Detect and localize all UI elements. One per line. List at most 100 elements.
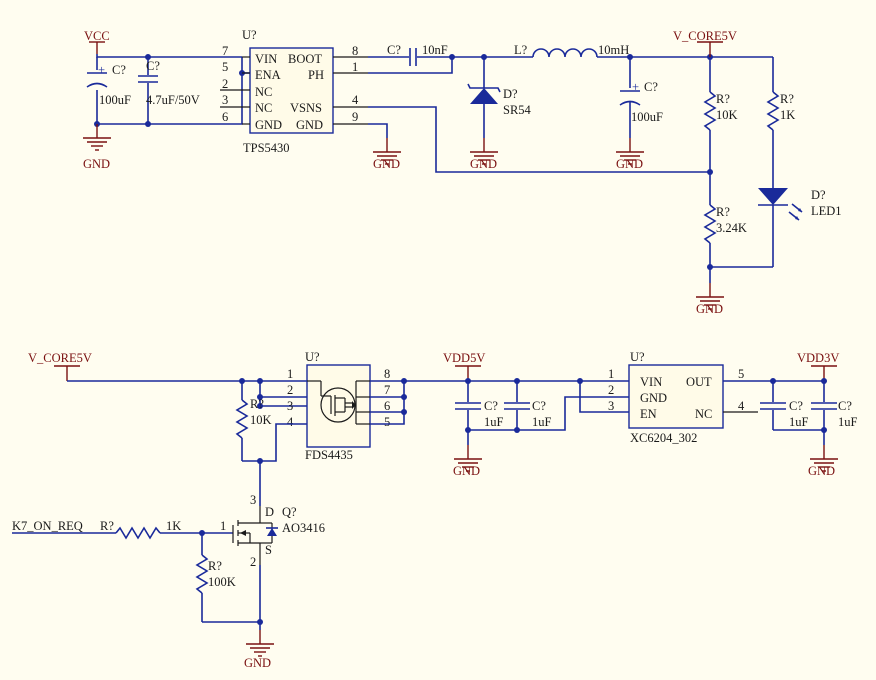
vin-rail-wire bbox=[96, 54, 242, 58]
cap-c-in1: + C? 100uF bbox=[86, 63, 131, 107]
svg-text:OUT: OUT bbox=[686, 375, 712, 389]
svg-text:GND: GND bbox=[296, 118, 323, 132]
ic-xc6204: U? XC6204_302 1 2 3 VIN GND EN 5 4 OUT N… bbox=[608, 350, 745, 445]
resistor-r-fb2: R? 3.24K bbox=[703, 204, 747, 283]
svg-text:D?: D? bbox=[503, 87, 518, 101]
resistor-r-led: R? 1K bbox=[766, 57, 795, 188]
gnd-label: GND bbox=[83, 157, 110, 171]
buck-converter-section: VCC + C? 100uF C? 4.7uF/50V GND bbox=[82, 28, 842, 316]
v-core5v-port-2: V_CORE5V bbox=[28, 351, 92, 381]
cap-c5v-2: C? 1uF bbox=[504, 381, 552, 430]
ic-part: XC6204_302 bbox=[630, 431, 697, 445]
gnd-label: GND bbox=[808, 464, 835, 478]
mosfet-ao3416: 1 3 2 D S Q? AO3416 bbox=[220, 493, 325, 569]
junction bbox=[257, 394, 263, 400]
drain-bus-wire bbox=[370, 380, 405, 425]
svg-text:10mH: 10mH bbox=[598, 43, 629, 57]
source-gnd-wire bbox=[202, 565, 261, 623]
svg-text:4: 4 bbox=[352, 93, 359, 107]
cap-value: 100uF bbox=[99, 93, 131, 107]
vdd3v-port: VDD3V bbox=[797, 351, 839, 381]
svg-text:GND: GND bbox=[255, 118, 282, 132]
vdd5v-port: VDD5V bbox=[443, 351, 485, 381]
svg-text:NC: NC bbox=[255, 101, 272, 115]
svg-text:EN: EN bbox=[640, 407, 657, 421]
cap-c-in2: C? 4.7uF/50V bbox=[138, 59, 200, 107]
en-wire bbox=[579, 381, 629, 413]
svg-text:10nF: 10nF bbox=[422, 43, 448, 57]
svg-text:2: 2 bbox=[250, 555, 256, 569]
svg-text:AO3416: AO3416 bbox=[282, 521, 325, 535]
svg-text:VIN: VIN bbox=[255, 52, 277, 66]
svg-text:8: 8 bbox=[352, 44, 358, 58]
gnd-label: GND bbox=[470, 157, 497, 171]
svg-text:D: D bbox=[265, 505, 274, 519]
gnd-label: GND bbox=[373, 157, 400, 171]
svg-text:10K: 10K bbox=[250, 413, 272, 427]
v-core5v-label: V_CORE5V bbox=[673, 29, 737, 43]
svg-text:C?: C? bbox=[789, 399, 803, 413]
ic-body bbox=[306, 364, 371, 448]
svg-text:NC: NC bbox=[695, 407, 712, 421]
junction bbox=[401, 409, 407, 415]
junction bbox=[257, 403, 263, 409]
cap-c-boot: C? 10nF bbox=[387, 43, 448, 66]
svg-text:R?: R? bbox=[780, 92, 794, 106]
svg-text:GND: GND bbox=[640, 391, 667, 405]
svg-text:1uF: 1uF bbox=[532, 415, 552, 429]
svg-text:3: 3 bbox=[608, 399, 614, 413]
vdd5v-label: VDD5V bbox=[443, 351, 485, 365]
svg-text:1uF: 1uF bbox=[789, 415, 809, 429]
resistor-r-gate: R? 10K bbox=[235, 381, 272, 461]
resistor-r-base: R? 1K bbox=[100, 519, 181, 540]
ldo-section: VDD5V C? 1uF C? 1uF GND U? bbox=[404, 350, 858, 478]
gate-wire bbox=[242, 423, 307, 462]
led-indicator: D? LED1 bbox=[758, 188, 842, 267]
ic-part: FDS4435 bbox=[305, 448, 353, 462]
svg-text:5: 5 bbox=[222, 60, 228, 74]
svg-text:BOOT: BOOT bbox=[288, 52, 322, 66]
svg-text:6: 6 bbox=[384, 399, 390, 413]
svg-text:3.24K: 3.24K bbox=[716, 221, 747, 235]
junction bbox=[145, 121, 151, 127]
gnd-label: GND bbox=[616, 157, 643, 171]
u1-gnd-wire bbox=[368, 123, 388, 138]
junction bbox=[449, 54, 455, 60]
svg-text:7: 7 bbox=[222, 44, 228, 58]
ic-ref: U? bbox=[630, 350, 645, 364]
gnd-label: GND bbox=[244, 656, 271, 670]
svg-text:C?: C? bbox=[644, 80, 658, 94]
svg-text:1uF: 1uF bbox=[838, 415, 858, 429]
svg-text:R?: R? bbox=[250, 397, 264, 411]
svg-text:R?: R? bbox=[100, 519, 114, 533]
gnd-rail-wire bbox=[97, 57, 243, 125]
k7-on-req-label: K7_ON_REQ bbox=[12, 519, 83, 533]
v-core5v-port: V_CORE5V bbox=[673, 29, 737, 57]
gnd-label: GND bbox=[453, 464, 480, 478]
svg-text:3: 3 bbox=[287, 399, 293, 413]
svg-text:100K: 100K bbox=[208, 575, 236, 589]
vcc-port: VCC bbox=[84, 29, 110, 55]
cap-ref: C? bbox=[146, 59, 160, 73]
cap-c3v-2: C? 1uF bbox=[811, 381, 858, 445]
load-switch-section: V_CORE5V U? FDS4435 1 2 3 4 8 7 6 5 bbox=[12, 350, 407, 670]
svg-text:8: 8 bbox=[384, 367, 390, 381]
svg-text:VIN: VIN bbox=[640, 375, 662, 389]
junction bbox=[514, 427, 520, 433]
svg-text:6: 6 bbox=[222, 110, 228, 124]
svg-text:1uF: 1uF bbox=[484, 415, 504, 429]
ic-tps5430: U? TPS5430 7 5 2 3 6 VIN ENA NC NC GND 8… bbox=[220, 28, 368, 155]
cap-c5v-1: C? 1uF bbox=[455, 381, 504, 445]
svg-text:2: 2 bbox=[222, 77, 228, 91]
cap-ref: C? bbox=[112, 63, 126, 77]
polarity-mark: + bbox=[98, 63, 105, 77]
svg-text:10K: 10K bbox=[716, 108, 738, 122]
polarity-mark: + bbox=[632, 80, 639, 94]
junction bbox=[821, 427, 827, 433]
svg-text:C?: C? bbox=[484, 399, 498, 413]
svg-text:SR54: SR54 bbox=[503, 103, 532, 117]
ic-part: TPS5430 bbox=[243, 141, 290, 155]
svg-text:L?: L? bbox=[514, 43, 528, 57]
inductor-l1: L? 10mH bbox=[514, 43, 629, 58]
